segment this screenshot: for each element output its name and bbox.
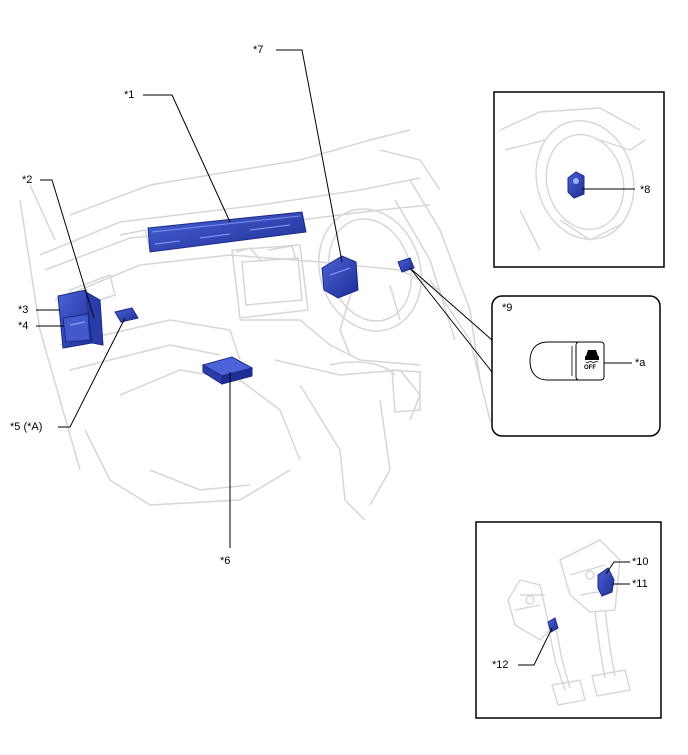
component-1-combination-meter: [147, 211, 307, 253]
callout-10: *10: [632, 556, 649, 568]
inset-panel-8: [493, 91, 665, 268]
callout-4: *4: [18, 320, 29, 332]
component-5-switch: [114, 307, 139, 323]
callout-a: *a: [635, 357, 646, 369]
component-2-3-4-left-unit: [57, 289, 104, 349]
vsc-off-icon: [585, 350, 599, 363]
component-6-ecu: [201, 356, 254, 385]
leader-lines-main: [36, 49, 493, 548]
switch-off-text: OFF: [584, 365, 596, 371]
callout-1: *1: [124, 89, 135, 101]
callout-7: *7: [253, 44, 264, 56]
callout-6: *6: [220, 555, 231, 567]
inset-panel-9: [491, 295, 661, 437]
callout-8: *8: [640, 184, 651, 196]
dashboard-line-art: [19, 129, 501, 521]
callout-5: *5 (*A): [10, 421, 43, 433]
callout-11: *11: [632, 578, 648, 590]
component-7-steering-switch: [321, 255, 359, 299]
inset-panel-10-12: [475, 521, 662, 719]
callout-12: *12: [492, 659, 509, 671]
callout-2: *2: [22, 174, 33, 186]
callout-9: *9: [502, 302, 513, 314]
callout-3: *3: [18, 304, 29, 316]
